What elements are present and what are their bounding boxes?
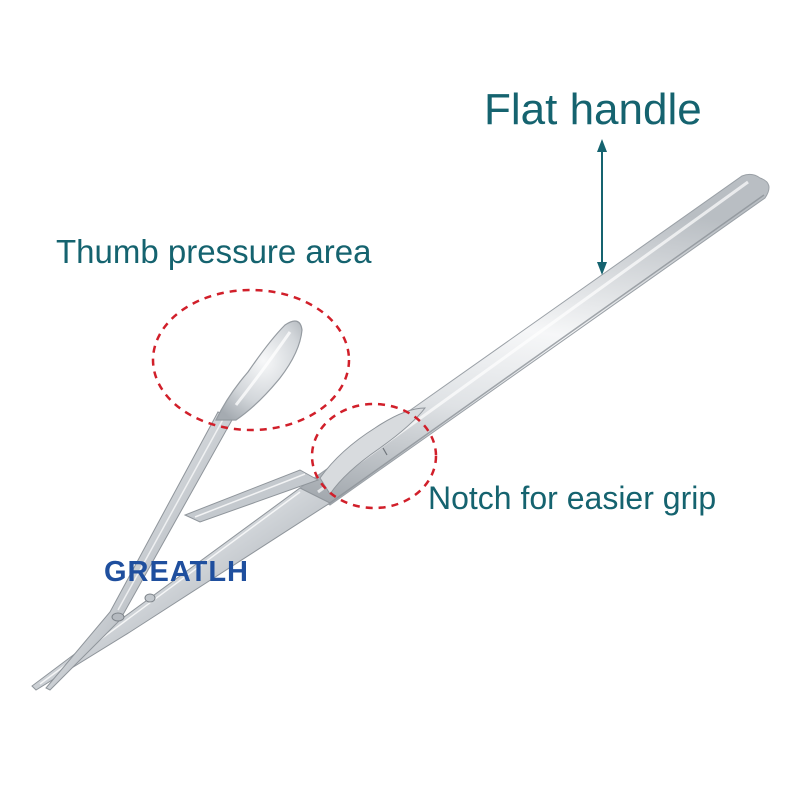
notch-highlight-circle: [310, 402, 438, 510]
thumb-area-highlight-circle: [151, 288, 351, 432]
thumb-pressure-area-label: Thumb pressure area: [56, 233, 372, 270]
grip-notch: [319, 407, 427, 495]
flat-handle-label: Flat handle: [484, 85, 702, 134]
instrument-hinge: [111, 593, 156, 622]
brand-logo: GREATLH: [104, 556, 250, 588]
flat-handle-body: [299, 173, 770, 506]
instrument-upper-jaw: [45, 411, 233, 691]
instrument-spring-link: [183, 469, 320, 523]
flat-handle-arrow: [597, 139, 607, 275]
thumb-pressure-pad: [215, 320, 303, 421]
notch-label: Notch for easier grip: [428, 480, 717, 516]
